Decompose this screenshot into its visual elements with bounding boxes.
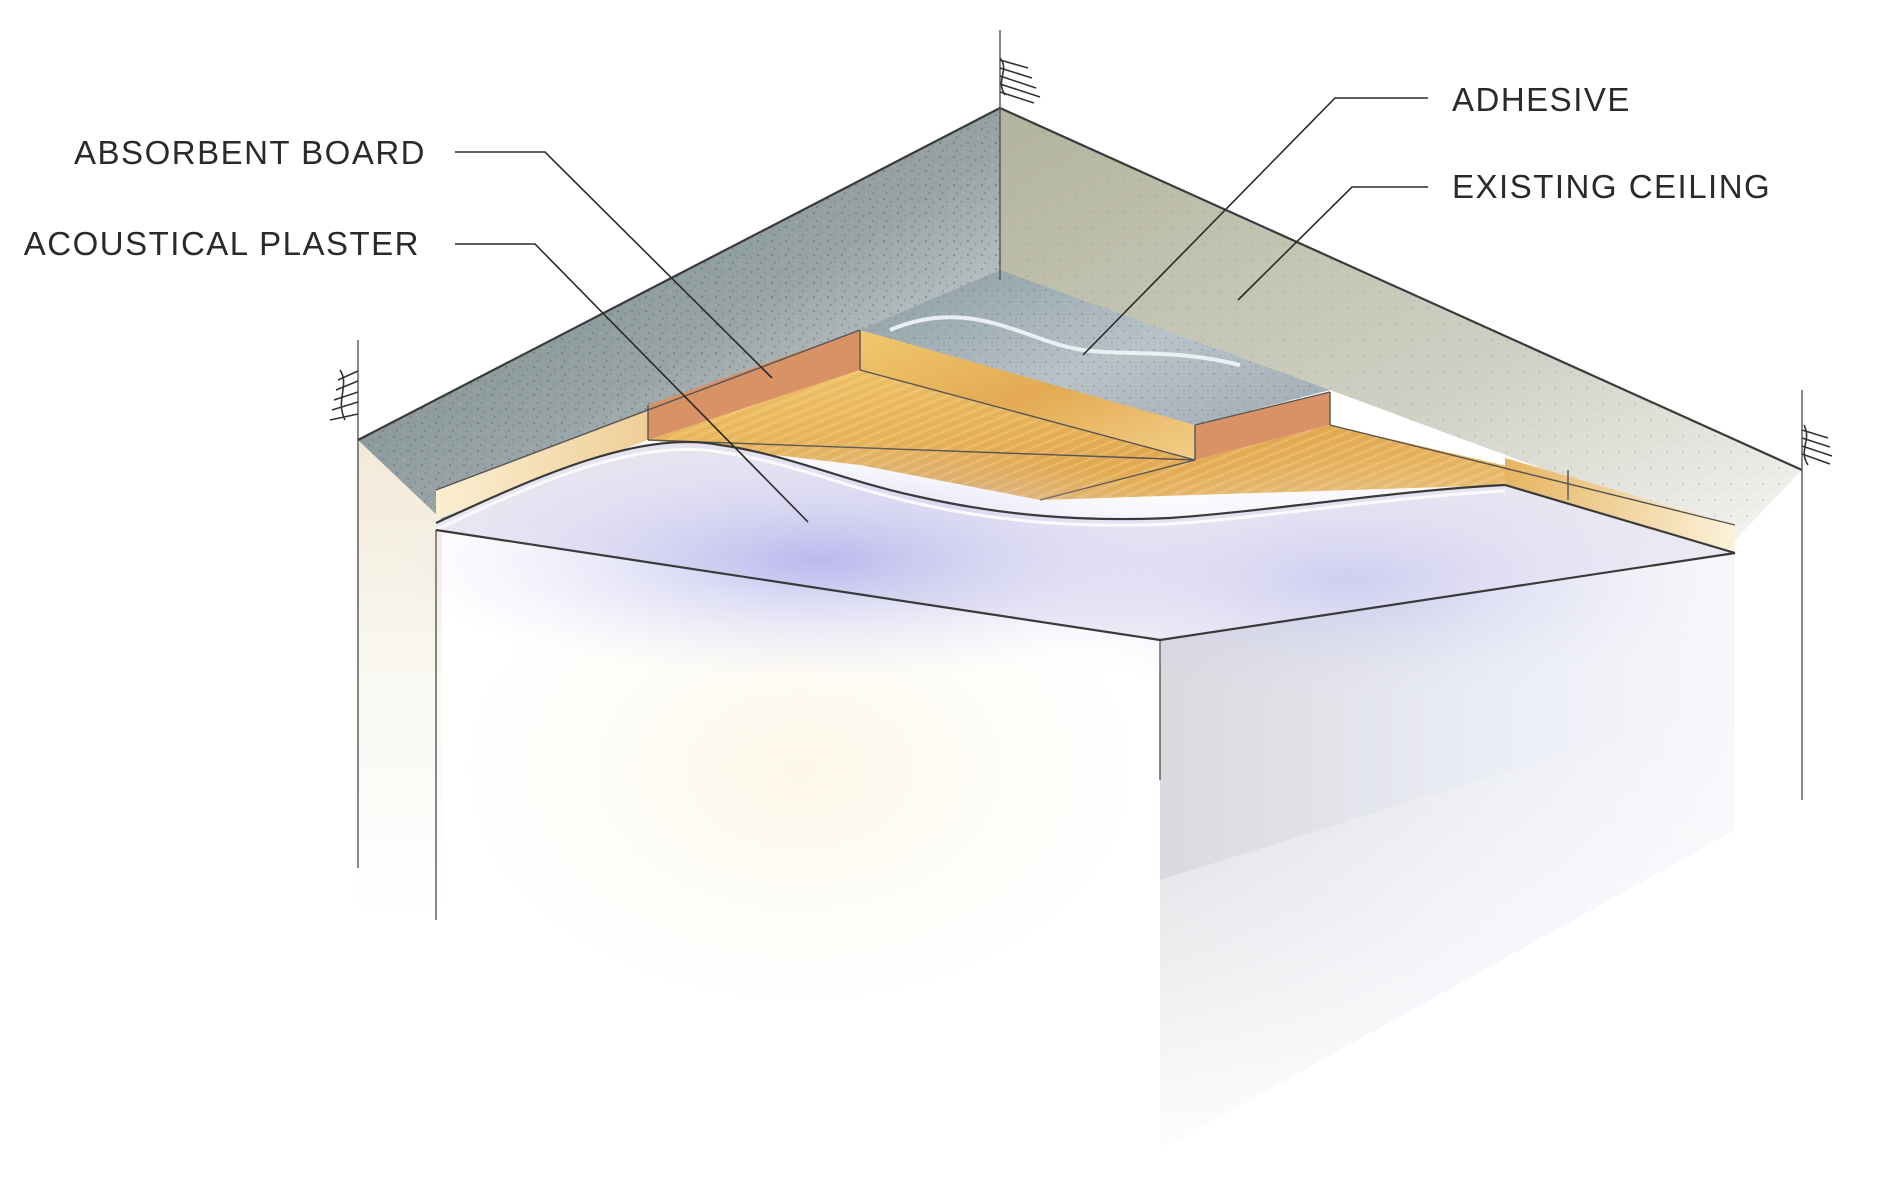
callout-labels: ABSORBENT BOARD ACOUSTICAL PLASTER ADHES…	[24, 81, 1771, 262]
label-absorbent-board: ABSORBENT BOARD	[74, 134, 426, 171]
callout-leaders	[455, 97, 1428, 523]
leader-absorbent-board	[455, 151, 773, 379]
label-existing-ceiling: EXISTING CEILING	[1452, 168, 1771, 205]
leader-acoustical-plaster	[455, 243, 809, 523]
leader-existing-ceiling	[1237, 186, 1428, 301]
break-marks	[329, 57, 1833, 466]
right-wall	[1159, 470, 1803, 1173]
label-acoustical-plaster: ACOUSTICAL PLASTER	[24, 225, 420, 262]
existing-ceiling-left-face	[358, 108, 1000, 520]
label-adhesive: ADHESIVE	[1452, 81, 1631, 118]
adhesive-layer	[860, 270, 1330, 460]
acoustical-plaster	[400, 440, 1736, 700]
leader-adhesive	[1082, 97, 1428, 356]
existing-ceiling-right-face	[1000, 108, 1802, 540]
